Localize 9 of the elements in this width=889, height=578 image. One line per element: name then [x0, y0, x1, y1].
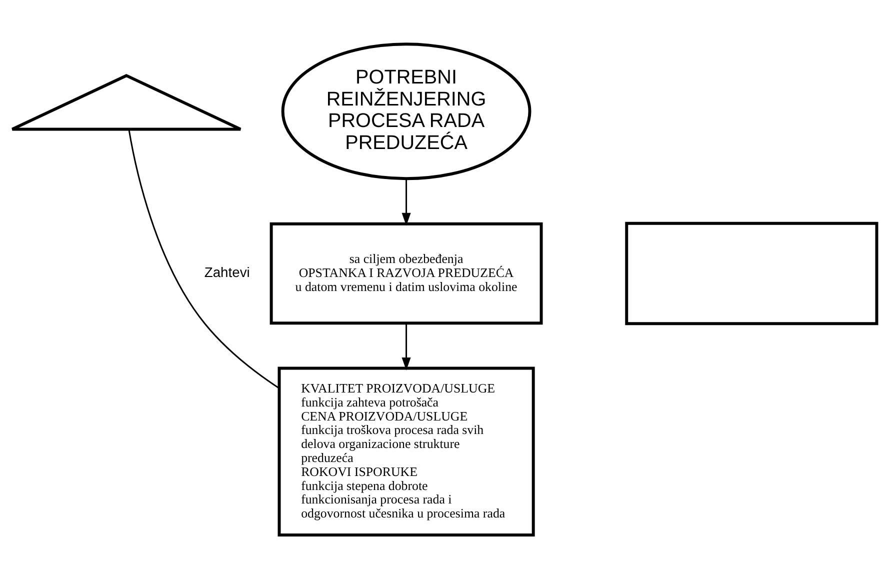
- edge-label: Zahtevi: [204, 264, 250, 280]
- node-triangle: [10, 73, 242, 130]
- node-box: sa ciljem obezbeđenja OPSTANKA I RAZVOJA PREDUZEĆA u datom vremenu i datim uslovima okoline: [270, 222, 543, 324]
- node-box: KVALITET PROIZVODA/USLUGE funkcija zahteva potrošača CENA PROIZVODA/USLUGE funkcija troškova procesa rada svih delova organizacione strukture preduzeća ROKOVI ISPORUKE funkcija stepena dobrote funkcionisanja procesa rada i odgovornost učesnika u procesima rada: [278, 366, 535, 536]
- node-box: [625, 221, 878, 325]
- arrow: [402, 178, 411, 226]
- connector: [128, 128, 280, 388]
- arrow: [402, 323, 411, 370]
- node-ellipse: POTREBNI REINŽENJERING PROCESA RADA PREDUZEĆA: [281, 42, 532, 180]
